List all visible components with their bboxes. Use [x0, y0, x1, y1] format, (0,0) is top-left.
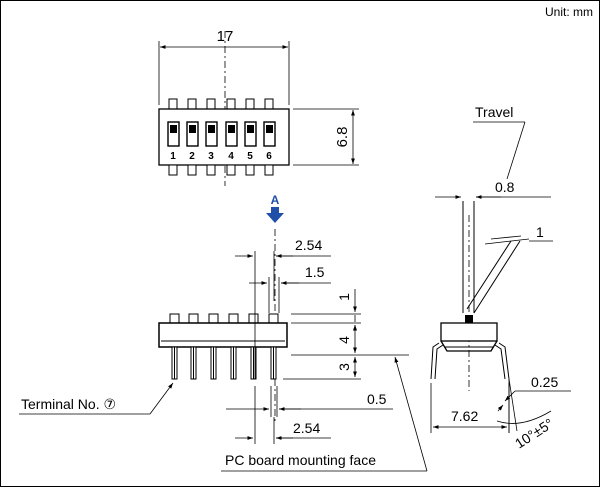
- dim-pitch-top-2.54: 2.54: [295, 237, 322, 253]
- terminal-label-text: Terminal No.: [21, 396, 103, 412]
- switch-number-2: 2: [189, 151, 195, 162]
- dim-pin-length-3: 3: [336, 363, 352, 371]
- unit-note: Unit: mm: [545, 5, 593, 19]
- front-view-body: [158, 322, 288, 348]
- dim-height-6.8: 6.8: [334, 127, 351, 148]
- top-view: 1 2 3 4 5 6 17: [158, 28, 359, 186]
- switch-number-5: 5: [247, 151, 253, 162]
- dim-pin-width-1.5: 1.5: [305, 264, 325, 280]
- dim-body-height-4: 4: [336, 336, 352, 344]
- side-view-body: [440, 322, 498, 342]
- dim-pin-thickness-0.5: 0.5: [367, 391, 387, 407]
- switch-numbers: 1 2 3 4 5 6: [170, 151, 272, 162]
- dim-pitch-bottom-2.54: 2.54: [293, 420, 320, 436]
- front-view-top-stubs: [169, 313, 279, 324]
- dim-width-17: 17: [217, 28, 234, 45]
- front-view: 2.54 1.5 1 4 3: [19, 229, 428, 472]
- dim-actuator-width-1: 1: [536, 224, 544, 240]
- top-view-switch-slots: [167, 121, 276, 147]
- dim-row-spacing-7.62: 7.62: [451, 408, 478, 424]
- dim-travel-0.8: 0.8: [495, 179, 515, 195]
- pc-board-mounting-face-label: PC board mounting face: [225, 452, 376, 468]
- terminal-number: ⑦: [103, 397, 116, 413]
- top-view-upper-pins: [168, 98, 274, 110]
- view-a-letter: A: [271, 193, 280, 207]
- travel-label: Travel: [475, 104, 513, 120]
- switch-number-1: 1: [170, 151, 176, 162]
- side-view: Travel 0.8 1 7.62 0.25 10°±5°: [430, 104, 571, 452]
- dim-angle-10deg: 10°±5°: [512, 415, 556, 451]
- terminal-label: Terminal No. ⑦: [21, 396, 116, 413]
- switch-number-6: 6: [266, 151, 272, 162]
- dim-top-thickness-1: 1: [336, 293, 352, 301]
- view-a-marker: A: [266, 193, 284, 223]
- dim-lead-thickness-0.25: 0.25: [531, 374, 558, 390]
- switch-number-3: 3: [208, 151, 214, 162]
- switch-number-4: 4: [228, 151, 234, 162]
- top-view-lower-pins: [168, 164, 274, 176]
- front-view-pins: [171, 346, 277, 380]
- view-a-arrow-icon: [266, 207, 284, 223]
